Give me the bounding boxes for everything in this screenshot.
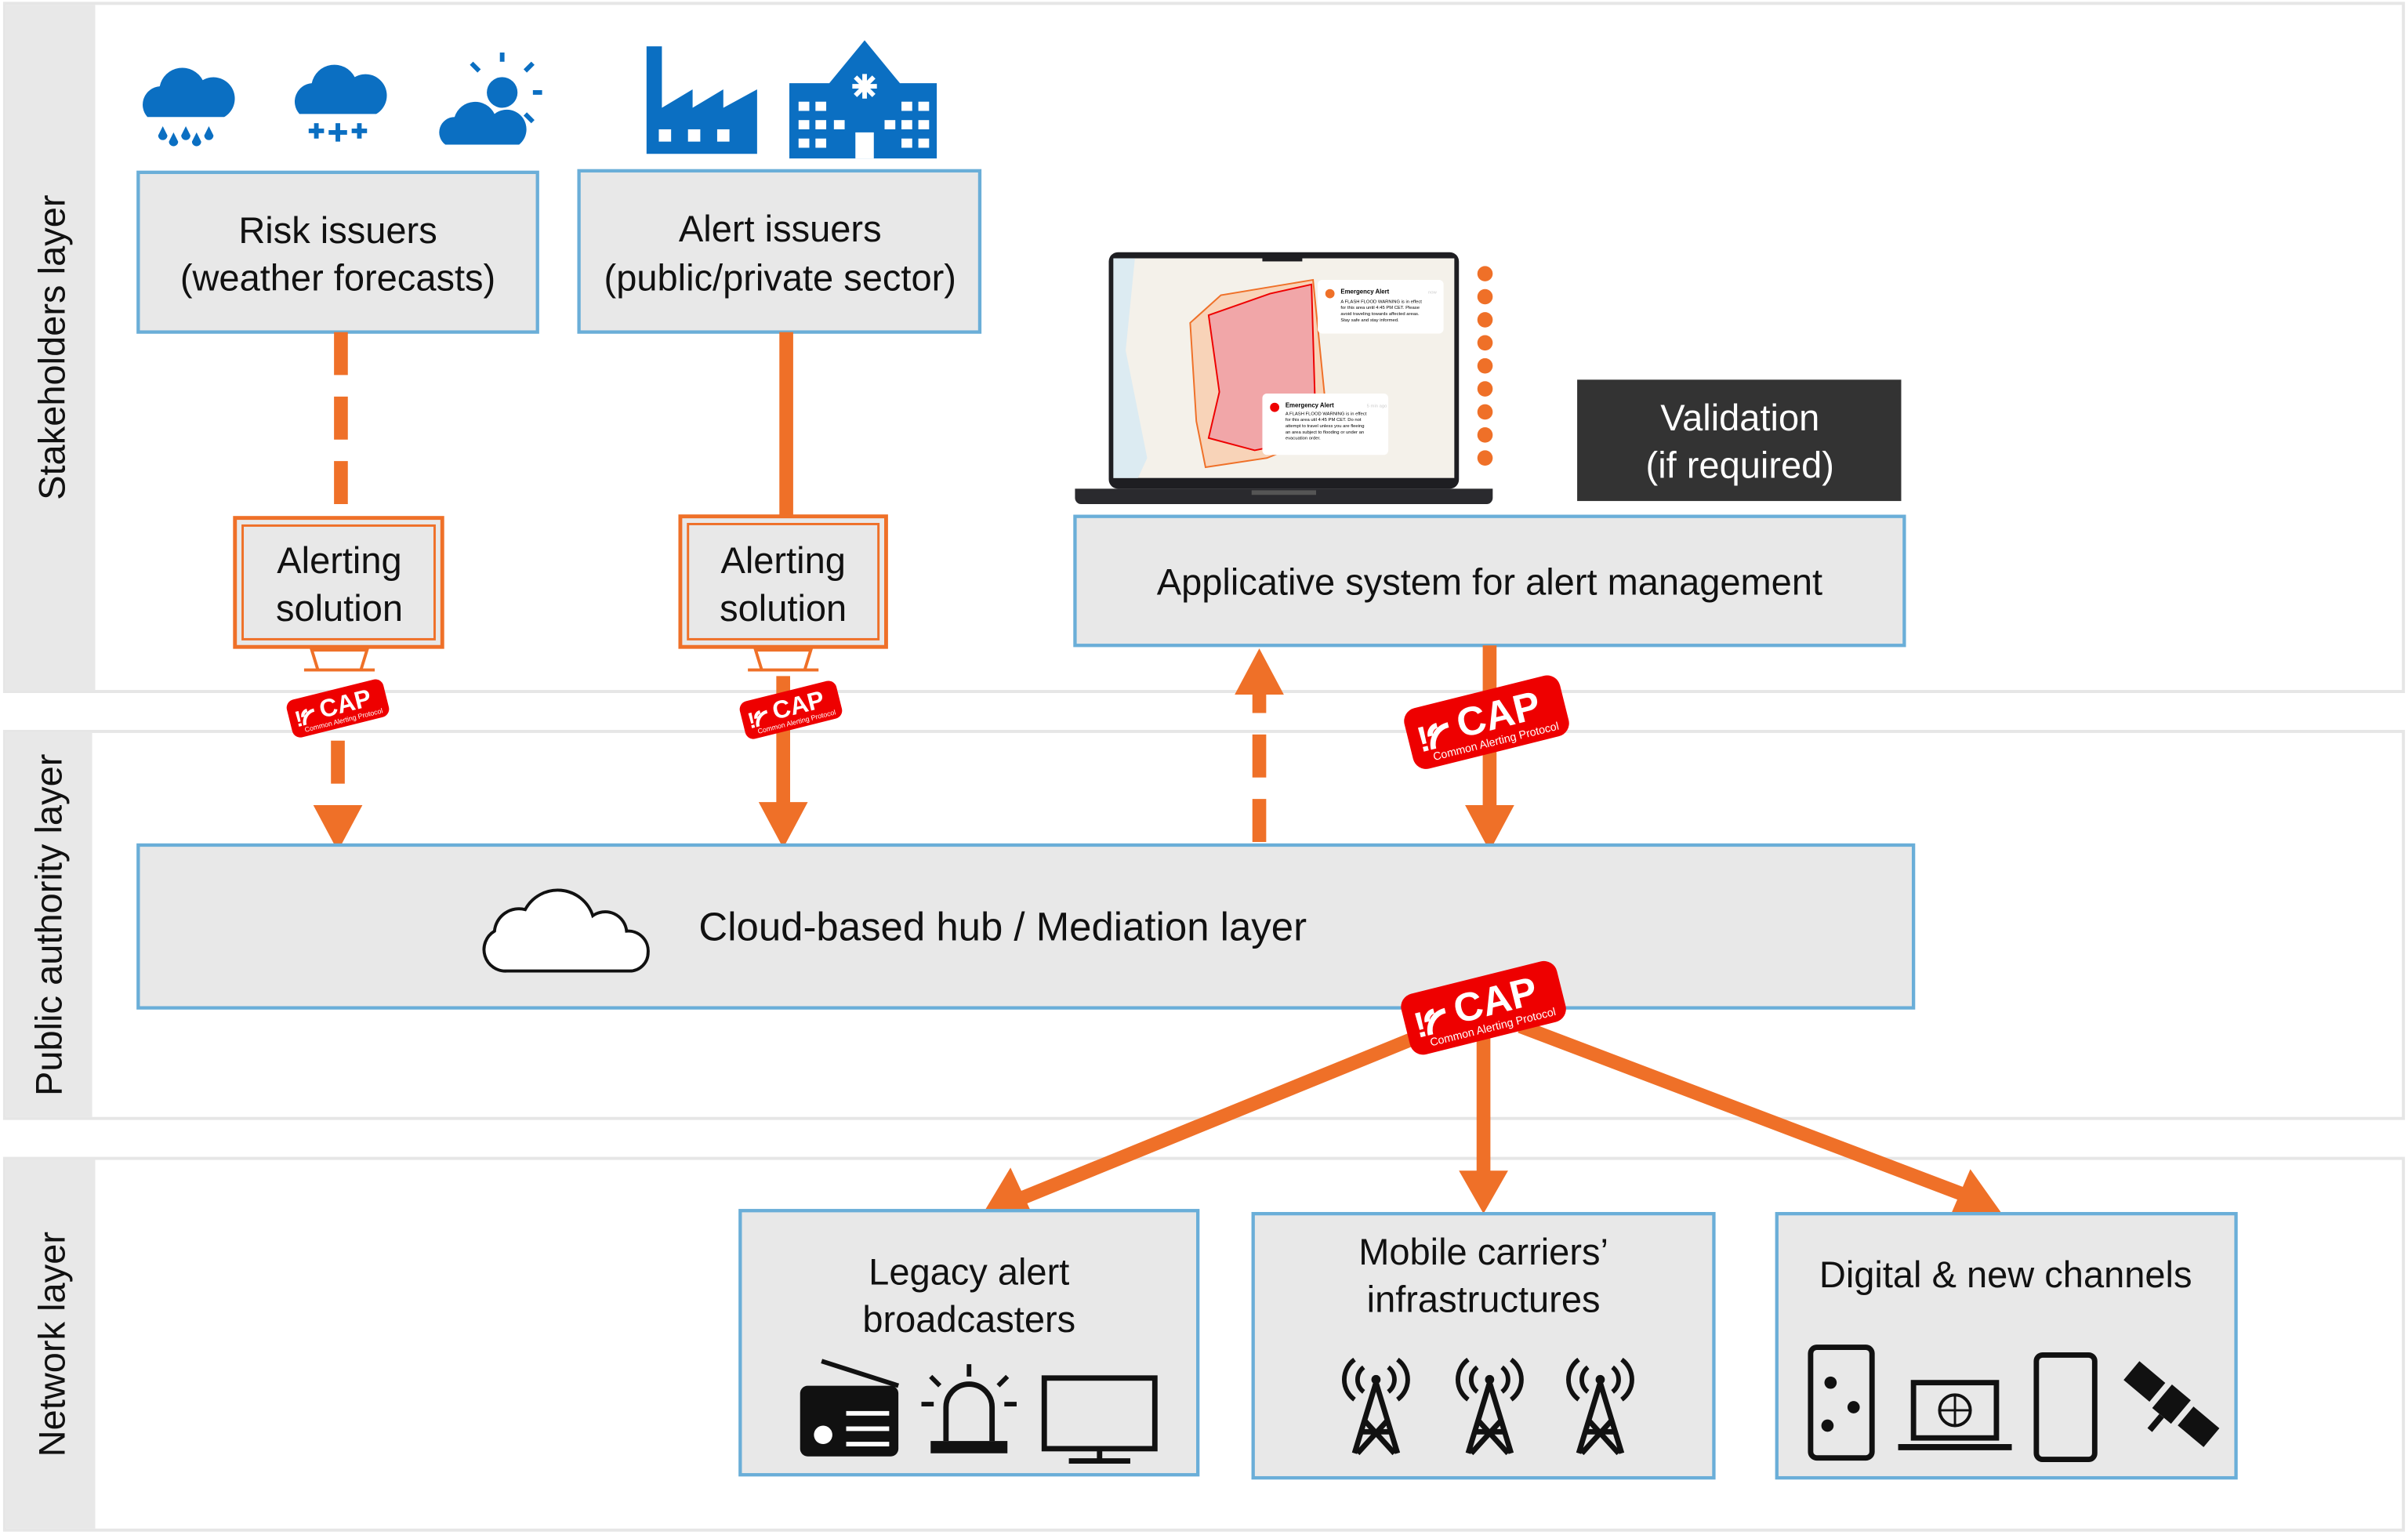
laptop-globe-icon [1898, 1380, 2012, 1450]
alert-issuers-box: Alert issuers (public/private sector) [577, 169, 982, 334]
alerting-solution-box-2: Alerting solution [678, 514, 888, 672]
speaker-icon [748, 648, 819, 672]
arrowhead [313, 805, 363, 851]
svg-text:solution: solution [720, 587, 847, 629]
svg-text:evacuation order.: evacuation order. [1286, 437, 1321, 441]
svg-text:Alerting: Alerting [277, 539, 401, 581]
cap-badge-4: ! CAP Common Alerting Protocol [1401, 960, 1566, 1055]
svg-text:for this area util 4:45 PM CET: for this area util 4:45 PM CET. Do not [1286, 418, 1362, 423]
svg-text:Emergency Alert: Emergency Alert [1286, 402, 1334, 409]
svg-text:attempt to travel unless you a: attempt to travel unless you are fleeing [1286, 424, 1365, 429]
tv-icon [1041, 1375, 1158, 1464]
layer-label-public-authority: Public authority layer [27, 754, 69, 1096]
svg-text:(weather forecasts): (weather forecasts) [180, 257, 495, 299]
cloud-icon [482, 888, 650, 973]
rain-cloud-icon [143, 67, 235, 147]
svg-text:Legacy alert: Legacy alert [869, 1250, 1069, 1292]
svg-text:infrastructures: infrastructures [1367, 1279, 1601, 1320]
svg-text:avoid traveling towards affect: avoid traveling towards affected areas. [1340, 312, 1420, 317]
sun-cloud-icon [439, 53, 542, 145]
svg-text:Alerting: Alerting [720, 539, 845, 581]
factory-icon [646, 46, 757, 154]
speaker-icon [303, 648, 375, 672]
smartphone-app-icon [1808, 1344, 1875, 1461]
svg-text:(if required): (if required) [1646, 445, 1834, 486]
svg-text:Risk issuers: Risk issuers [238, 209, 437, 251]
svg-text:now: now [1428, 291, 1438, 296]
layer-label-stakeholders: Stakeholders layer [31, 194, 72, 499]
validation-box: Validation (if required) [1577, 379, 1902, 502]
svg-text:an area subject to flooding or: an area subject to flooding or under an [1286, 430, 1364, 435]
mobile-carriers-box: Mobile carriers’ infrastructures [1251, 1211, 1716, 1480]
satellite-icon [2123, 1361, 2220, 1447]
risk-issuers-box: Risk issuers (weather forecasts) [136, 170, 539, 334]
alerting-solution-box-1: Alerting solution [233, 516, 444, 672]
layer-label-network: Network layer [31, 1232, 72, 1457]
laptop-alert-map: Emergency Alert now A FLASH FLOOD WARNIN… [1075, 252, 1493, 504]
svg-text:solution: solution [276, 587, 403, 629]
svg-text:A FLASH FLOOD WARNING is in ef: A FLASH FLOOD WARNING is in effect [1340, 299, 1422, 304]
arrowhead [758, 802, 808, 848]
svg-text:Alert issuers: Alert issuers [679, 208, 882, 249]
svg-text:Applicative system for alert m: Applicative system for alert management [1157, 561, 1822, 603]
svg-text:Stay safe and stay informed.: Stay safe and stay informed. [1340, 318, 1399, 323]
svg-text:Mobile carriers’: Mobile carriers’ [1358, 1231, 1608, 1272]
svg-text:broadcasters: broadcasters [862, 1298, 1075, 1340]
siren-icon [921, 1364, 1017, 1453]
smartphone-icon [2033, 1352, 2098, 1463]
svg-text:Digital & new channels: Digital & new channels [1819, 1254, 2192, 1295]
svg-text:Validation: Validation [1660, 397, 1819, 438]
legacy-broadcasters-box: Legacy alert broadcasters [738, 1209, 1200, 1477]
svg-text:5 min ago: 5 min ago [1367, 405, 1387, 409]
arrowhead [1235, 648, 1284, 695]
digital-channels-box: Digital & new channels [1775, 1211, 2238, 1480]
distribution-arrows [982, 1019, 2004, 1217]
svg-text:for this area until 4:45 PM CE: for this area until 4:45 PM CET. Please [1340, 306, 1420, 310]
hospital-icon [789, 40, 937, 159]
svg-text:(public/private sector): (public/private sector) [604, 257, 956, 299]
snow-cloud-icon [294, 64, 387, 142]
applicative-system-box: Applicative system for alert management [1073, 514, 1906, 648]
svg-text:A FLASH FLOOD WARNING is in ef: A FLASH FLOOD WARNING is in effect [1286, 412, 1367, 416]
channel-icons-column [1477, 266, 1493, 466]
arrowhead [1465, 805, 1514, 851]
svg-text:Emergency Alert: Emergency Alert [1340, 288, 1389, 296]
radio-icon [800, 1359, 900, 1457]
cap-badge-2: ! CAP Common Alerting Protocol [739, 680, 843, 739]
svg-text:Cloud-based hub / Mediation la: Cloud-based hub / Mediation layer [698, 904, 1307, 949]
cloud-hub-box: Cloud-based hub / Mediation layer [136, 843, 1916, 1010]
